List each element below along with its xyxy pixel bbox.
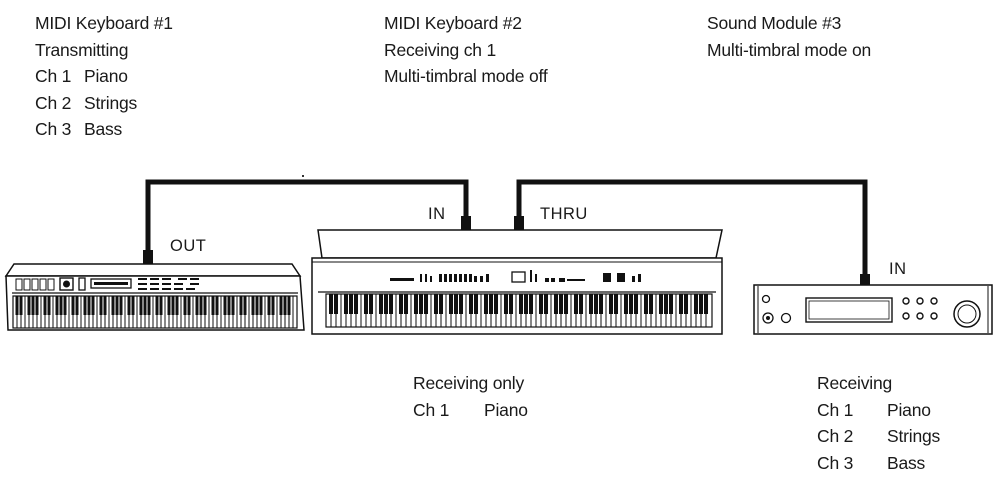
channel-label: Ch 1: [413, 399, 450, 420]
keyboard-2-receive-info: Receiving only Ch 1 Piano: [413, 370, 528, 423]
keyboard-2-title: MIDI Keyboard #2: [384, 13, 522, 33]
keyboard-2-status: Receiving only: [413, 373, 525, 393]
port-label-out: OUT: [170, 237, 207, 255]
module-3-status: Receiving: [817, 373, 893, 393]
sound-module-illustration: [753, 284, 993, 335]
module-3-receive-info: Receiving Ch 1 Piano Ch 2 Strings Ch 3 Bass: [817, 370, 940, 476]
channel-row: Ch 2 Strings: [35, 90, 173, 117]
channel-row: Ch 1 Piano: [817, 397, 940, 424]
channel-part: Bass: [887, 452, 926, 473]
keyboard-1-title: MIDI Keyboard #1: [35, 13, 173, 33]
connector-in-kb2: [461, 216, 471, 230]
keyboard-1-role: Transmitting: [35, 39, 129, 60]
channel-row: Ch 1 Piano: [35, 63, 173, 90]
connector-out: [143, 250, 153, 264]
keyboard-2-receiving: Receiving ch 1: [384, 39, 496, 60]
channel-row: Ch 1 Piano: [413, 397, 528, 424]
module-3-title: Sound Module #3: [707, 13, 842, 33]
port-label-in-module: IN: [889, 260, 907, 278]
keyboard-1-illustration: [4, 263, 305, 331]
channel-row: Ch 3 Bass: [817, 450, 940, 477]
channel-part: Piano: [484, 399, 528, 420]
cable-out-to-in: [145, 179, 469, 262]
channel-part: Piano: [887, 399, 931, 420]
channel-part: Strings: [887, 426, 941, 446]
channel-part: Strings: [84, 92, 138, 113]
channel-row: Ch 3 Bass: [35, 116, 173, 143]
channel-label: Ch 3: [35, 119, 72, 139]
keyboard-2-info: MIDI Keyboard #2 Receiving ch 1 Multi-ti…: [384, 10, 548, 90]
channel-label: Ch 3: [817, 452, 854, 473]
connector-thru-kb2: [514, 216, 524, 230]
channel-row: Ch 2 Strings: [817, 423, 940, 450]
keyboard-2-mode: Multi-timbral mode off: [384, 66, 548, 86]
cable-thru-to-in: [516, 179, 868, 283]
channel-part: Piano: [84, 66, 128, 86]
channel-part: Bass: [84, 119, 123, 139]
keyboard-2-illustration: [311, 229, 723, 335]
port-label-in-keyboard-2: IN: [428, 205, 446, 223]
port-label-thru: THRU: [540, 205, 588, 223]
channel-label: Ch 2: [35, 92, 72, 113]
channel-label: Ch 1: [35, 66, 72, 86]
channel-label: Ch 1: [817, 399, 854, 420]
module-3-info: Sound Module #3 Multi-timbral mode on: [707, 10, 871, 63]
module-3-mode: Multi-timbral mode on: [707, 39, 872, 60]
channel-label: Ch 2: [817, 426, 854, 446]
connector-in-module: [860, 274, 870, 286]
